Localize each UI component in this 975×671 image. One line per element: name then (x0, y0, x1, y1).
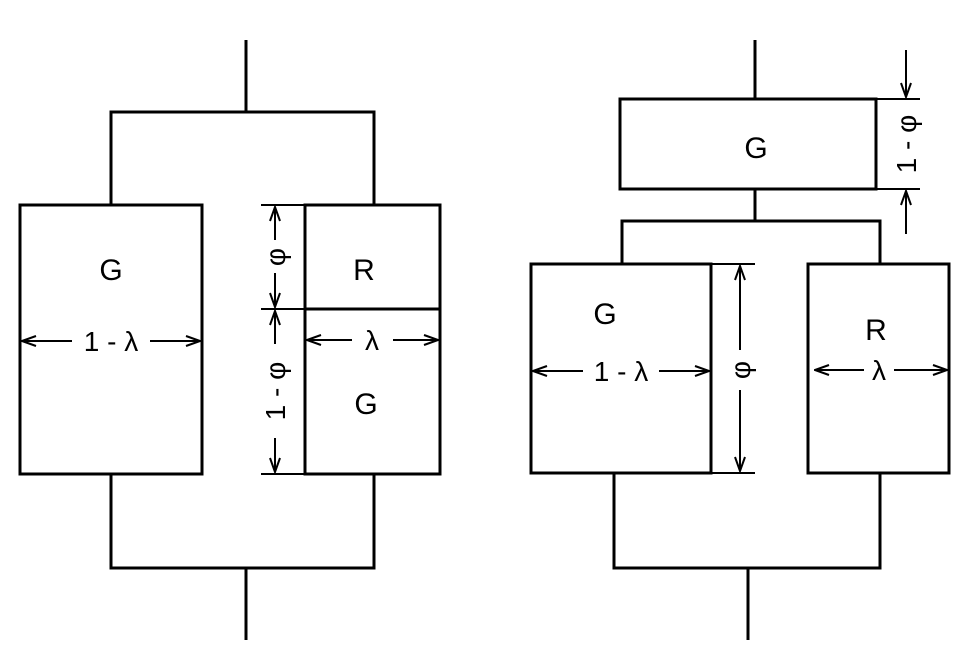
right-g-width-label: 1 - λ (594, 356, 648, 387)
left-g-sub-block (303, 307, 442, 476)
right-top-g-block (618, 97, 878, 191)
left-top-bus (109, 110, 376, 205)
right-g-block (529, 262, 713, 475)
right-top-one-minus-phi-label: 1 - φ (891, 115, 922, 174)
left-diagram: G 1 - λ R G λ φ 1 - φ (18, 40, 442, 640)
right-r-block-label: R (865, 314, 887, 347)
left-g-block-label: G (99, 254, 122, 287)
left-phi-label: φ (260, 248, 291, 266)
left-g-block (18, 203, 204, 476)
left-one-minus-phi-label: 1 - φ (260, 362, 291, 421)
left-g-width-label: 1 - λ (84, 326, 138, 357)
right-g-block-label: G (593, 298, 616, 331)
right-r-block (806, 262, 951, 475)
left-bottom-bus (109, 474, 376, 570)
left-lambda-label: λ (365, 325, 379, 356)
right-top-bus (620, 219, 882, 264)
right-lambda-label: λ (872, 355, 886, 386)
left-g-sub-block-label: G (354, 388, 377, 421)
right-diagram: G 1 - φ G 1 - λ φ R λ (529, 40, 951, 640)
right-phi-label: φ (725, 361, 756, 379)
right-top-g-block-label: G (744, 132, 767, 165)
right-bottom-bus (612, 473, 882, 570)
left-r-block-label: R (353, 254, 375, 287)
